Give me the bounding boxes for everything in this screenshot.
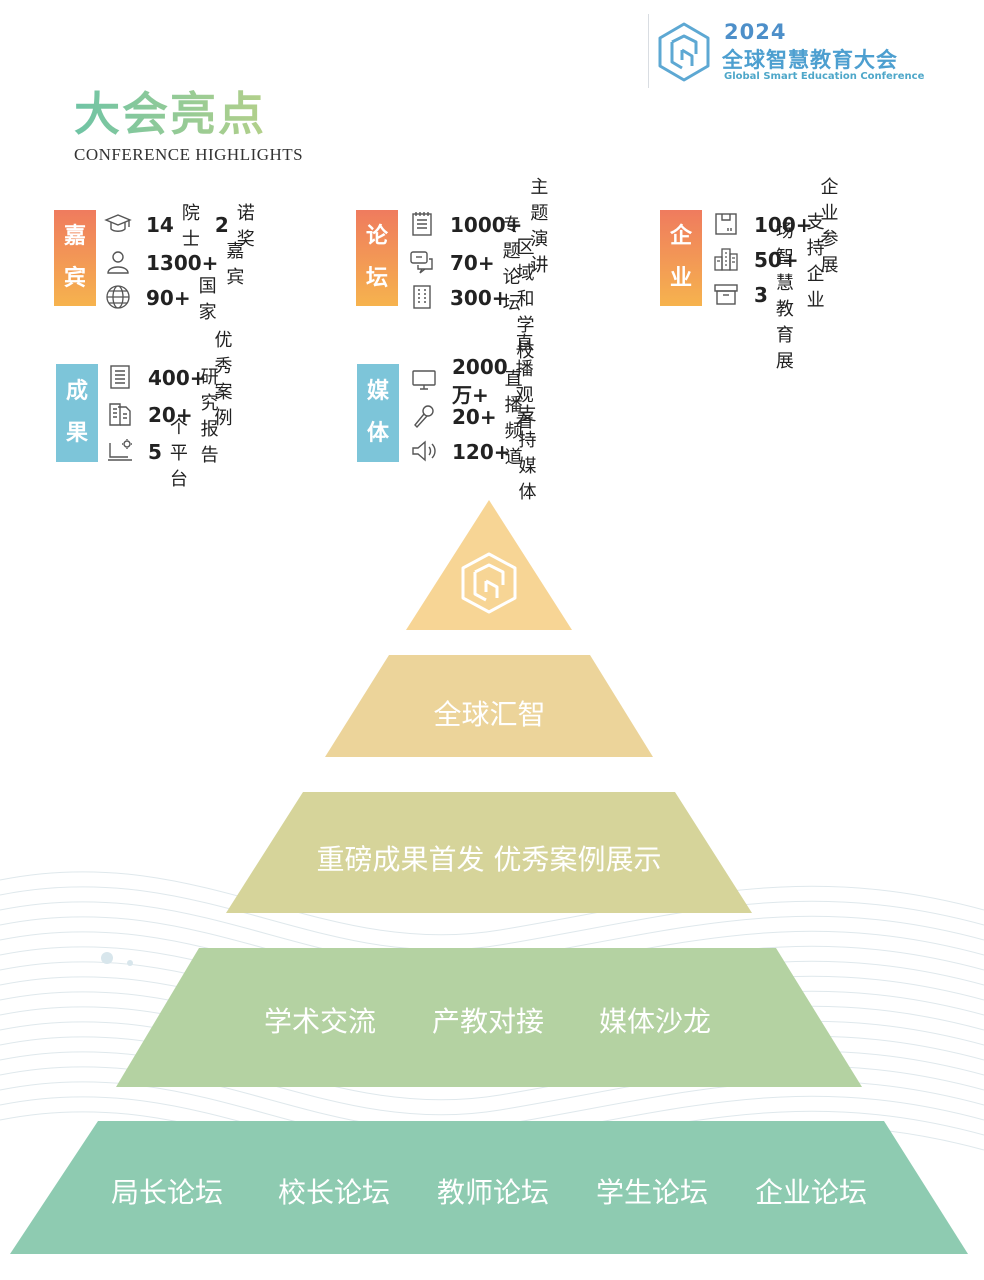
stat-number: 100+ <box>754 213 813 237</box>
stat-number: 1300+ <box>146 251 219 275</box>
list-icon <box>106 363 134 393</box>
tag-char: 成 <box>65 379 88 404</box>
microphone-icon <box>410 402 438 432</box>
pyramid-label: 重磅成果首发 优秀案例展示 <box>316 843 662 876</box>
stat-number: 20+ <box>452 405 497 429</box>
logo-year: 2024 <box>724 20 787 44</box>
speaker-icon <box>410 437 438 467</box>
logo-divider <box>648 14 649 88</box>
list-item: 400+ 优秀案例 <box>106 330 235 429</box>
tag-char: 果 <box>65 421 88 446</box>
list-item: 1300+ 嘉宾 <box>104 241 246 288</box>
tag-char: 论 <box>365 224 388 249</box>
stat-label: 主题演讲 <box>530 177 549 276</box>
document-icon <box>106 400 134 430</box>
list-item: 120+ 支持媒体 <box>410 404 539 503</box>
stat-label: 场智慧教育展 <box>775 221 794 372</box>
stat-label: 支持媒体 <box>518 404 537 503</box>
stat-label: 诺奖 <box>236 203 255 250</box>
list-item: 100+ 企业参展 <box>712 177 841 276</box>
block-tag: 成 果 <box>56 364 98 462</box>
page-title: 大会亮点 <box>74 78 266 144</box>
pyramid-label: 学术交流 <box>263 1005 376 1038</box>
stat-label: 区域和学校 <box>516 237 535 362</box>
pyramid-label: 教师论坛 <box>436 1176 549 1209</box>
stat-number: 90+ <box>146 286 191 310</box>
list-item: 50+ 支持企业 <box>712 212 827 311</box>
tag-char: 宾 <box>63 266 86 291</box>
pyramid-label: 企业论坛 <box>754 1176 867 1209</box>
booth-icon <box>712 210 740 240</box>
stat-number: 1000+ <box>450 213 523 237</box>
stat-label: 国家 <box>198 276 217 323</box>
logo-name: 全球智慧教育大会 <box>722 48 898 72</box>
pyramid-label: 学生论坛 <box>595 1176 708 1209</box>
list-item: 90+ 国家 <box>104 276 219 323</box>
pyramid-level-top <box>406 500 572 630</box>
stat-label: 直播观看 <box>515 333 534 432</box>
list-item: 2000万+ 直播观看 <box>410 333 536 432</box>
monitor-icon <box>410 366 438 396</box>
pyramid-logo-icon <box>461 552 517 614</box>
city-icon <box>712 245 740 275</box>
block-tag: 媒 体 <box>357 364 399 462</box>
stat-label: 嘉宾 <box>226 241 245 288</box>
stat-number: 120+ <box>452 440 511 464</box>
list-item: 300+ 区域和学校 <box>408 237 537 362</box>
list-item: 70+ 专题论坛 <box>408 215 523 314</box>
pyramid-label: 产教对接 <box>431 1005 544 1038</box>
stat-number: 400+ <box>148 366 207 390</box>
stat-label: 专题论坛 <box>502 215 521 314</box>
tag-char: 媒 <box>366 379 389 404</box>
stat-number: 2000万+ <box>452 354 508 407</box>
block-tag: 论 坛 <box>356 210 398 306</box>
conference-logo-icon <box>658 22 710 82</box>
pyramid-label: 校长论坛 <box>277 1176 390 1209</box>
stat-label: 优秀案例 <box>214 330 233 429</box>
tag-char: 嘉 <box>63 224 86 249</box>
stat-number: 20+ <box>148 403 193 427</box>
list-item: 20+ 研究报告 <box>106 367 221 466</box>
stat-number: 3 <box>754 283 768 307</box>
stat-number: 300+ <box>450 286 509 310</box>
chat-bubbles-icon <box>408 248 436 278</box>
stat-label: 支持企业 <box>806 212 825 311</box>
page-subtitle: CONFERENCE HIGHLIGHTS <box>74 145 304 164</box>
tag-char: 坛 <box>365 266 388 291</box>
block-tag: 嘉 宾 <box>54 210 96 306</box>
list-item: 20+ 直播频道 <box>410 369 525 468</box>
stat-label: 个平台 <box>169 417 188 490</box>
stat-number: 14 <box>146 213 174 237</box>
graduation-cap-icon <box>104 210 132 240</box>
stat-label: 直播频道 <box>504 369 523 468</box>
tag-char: 体 <box>366 421 389 446</box>
block-tag: 企 业 <box>660 210 702 306</box>
laptop-gear-icon <box>106 437 134 467</box>
pyramid-label: 局长论坛 <box>110 1176 223 1209</box>
stat-label: 院士 <box>181 203 200 250</box>
box-icon <box>712 280 740 310</box>
person-icon <box>104 248 132 278</box>
background-waves <box>0 871 984 1176</box>
list-item: 5 个平台 <box>106 417 190 490</box>
stat-label: 企业参展 <box>820 177 839 276</box>
stat-number: 70+ <box>450 251 495 275</box>
list-item: 14 院士 2 诺奖 <box>104 203 256 250</box>
globe-icon <box>104 283 132 313</box>
list-item: 3 场智慧教育展 <box>712 221 796 372</box>
pyramid-label: 媒体沙龙 <box>598 1005 711 1038</box>
stat-number: 50+ <box>754 248 799 272</box>
tag-char: 业 <box>669 266 692 291</box>
list-item: 1000+ 主题演讲 <box>408 177 550 276</box>
building-grid-icon <box>408 283 436 313</box>
tag-char: 企 <box>669 224 692 249</box>
notepad-icon <box>408 210 436 240</box>
logo-name-en: Global Smart Education Conference <box>724 71 925 82</box>
stat-number: 5 <box>148 440 162 464</box>
stat-label: 研究报告 <box>200 367 219 466</box>
pyramid-label: 全球汇智 <box>433 698 546 731</box>
stat-number: 2 <box>214 213 229 237</box>
